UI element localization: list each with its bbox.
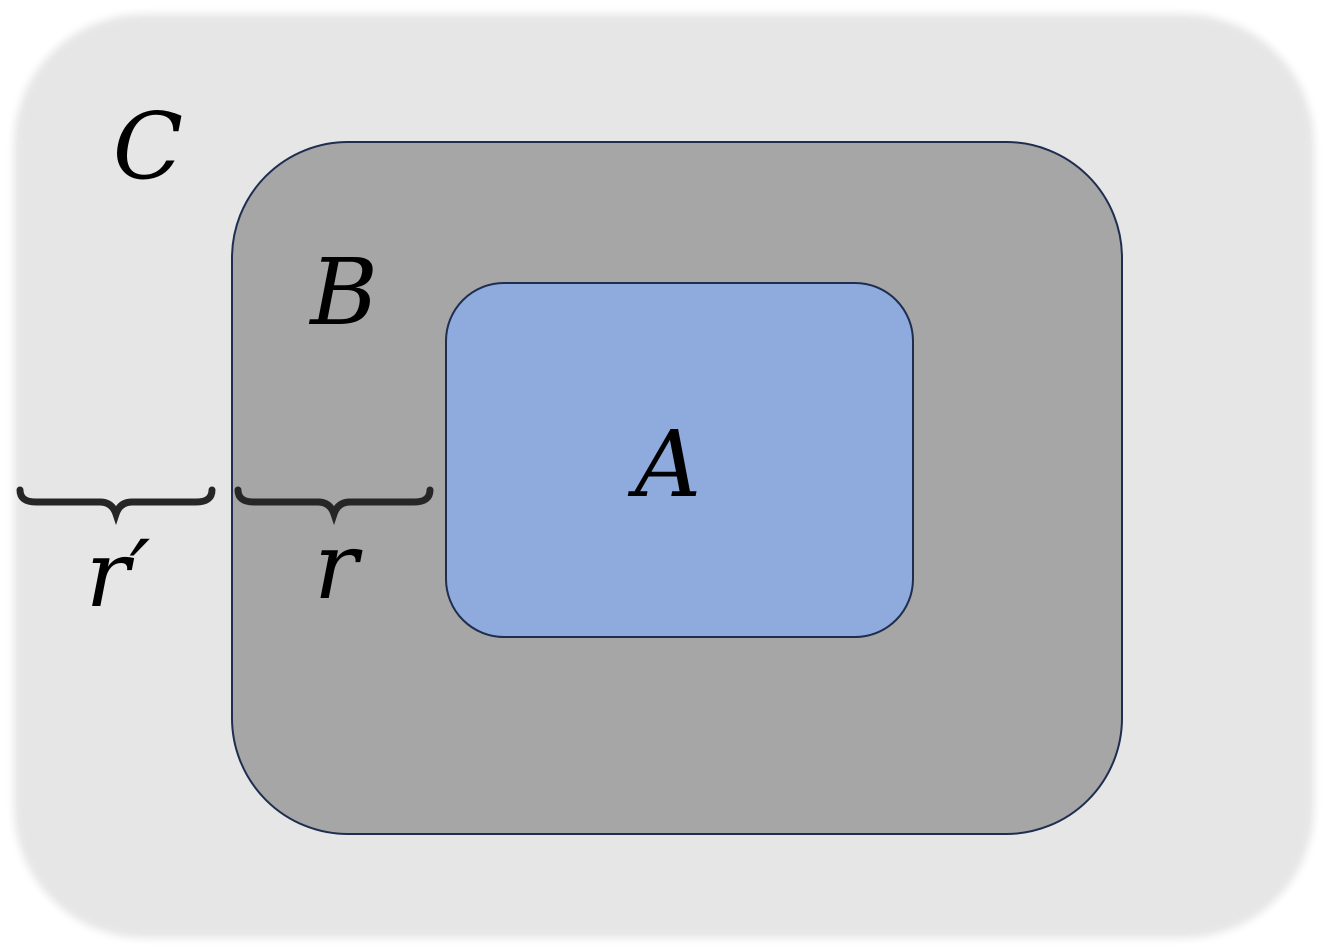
- label-b: B: [308, 239, 378, 346]
- label-c: C: [113, 93, 183, 200]
- brace-r-prime: [16, 486, 216, 526]
- label-r-prime: r′: [86, 521, 151, 628]
- label-r: r: [314, 513, 363, 620]
- label-a: A: [627, 411, 701, 518]
- set-a-region: [445, 282, 914, 638]
- brace-r: [234, 486, 434, 526]
